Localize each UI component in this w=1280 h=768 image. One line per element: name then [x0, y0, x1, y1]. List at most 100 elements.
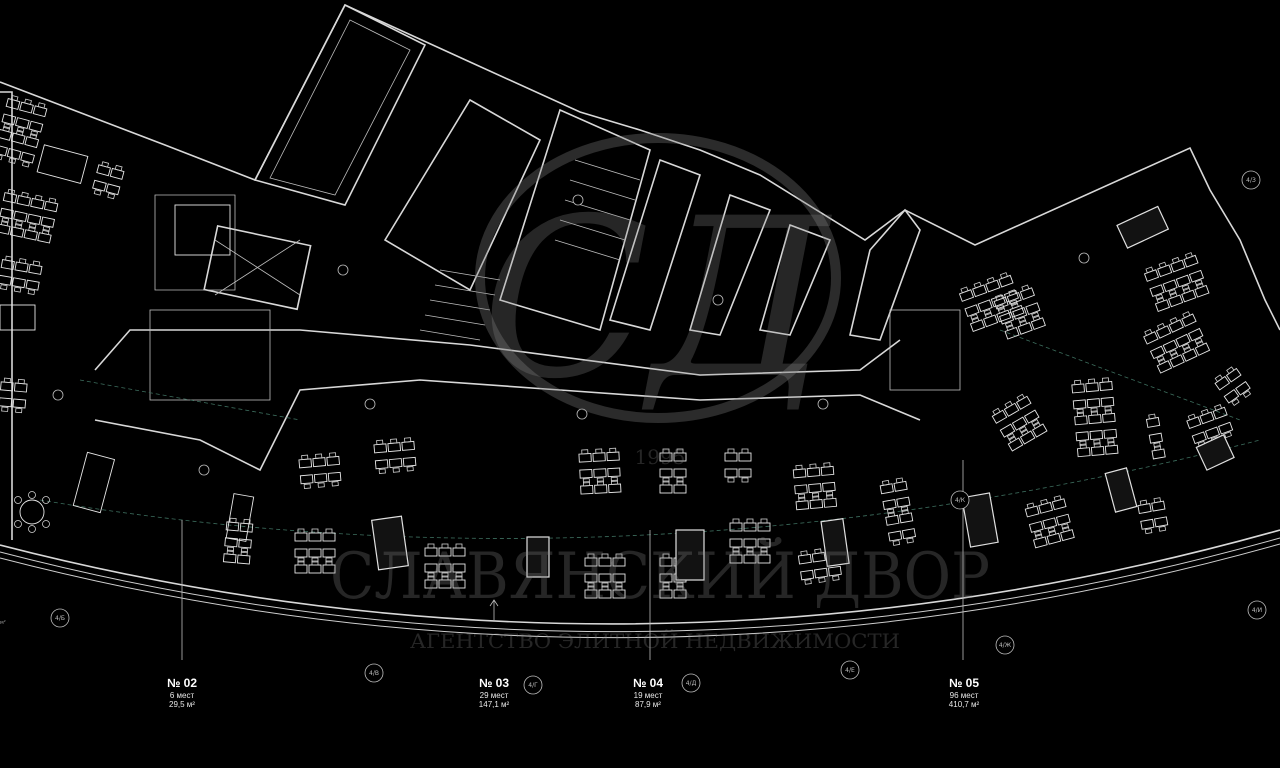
chair — [999, 272, 1008, 279]
chair — [1169, 349, 1178, 357]
chair — [1004, 400, 1013, 409]
desk — [743, 538, 757, 548]
chair — [406, 466, 414, 472]
office-02-seats: 6 мест — [169, 690, 195, 700]
desk-cluster — [92, 161, 125, 200]
chair — [32, 260, 41, 267]
chair — [1018, 316, 1027, 324]
desk — [1104, 444, 1119, 455]
chair — [610, 479, 618, 485]
desk — [729, 538, 743, 548]
chair — [1031, 311, 1040, 319]
desk — [806, 467, 821, 478]
desk — [608, 483, 622, 494]
desk — [800, 569, 815, 581]
chair — [93, 189, 102, 196]
desk — [43, 200, 59, 213]
chair — [455, 572, 463, 578]
chair — [662, 582, 670, 588]
desk — [2, 192, 18, 204]
desk-cluster — [222, 517, 254, 565]
chair — [732, 550, 740, 556]
desk — [592, 452, 606, 462]
chair — [1005, 324, 1014, 332]
chair — [21, 191, 29, 198]
desk — [1162, 339, 1179, 354]
desk — [990, 294, 1006, 308]
chair — [901, 508, 909, 515]
chair — [1145, 266, 1154, 274]
desk — [578, 453, 592, 463]
chair — [311, 528, 319, 534]
chair — [818, 577, 826, 583]
desk-cluster — [298, 452, 342, 489]
desk — [808, 483, 822, 494]
desk — [1090, 445, 1105, 456]
chair — [1171, 256, 1180, 264]
chair — [0, 284, 8, 291]
chair — [676, 585, 684, 591]
chair — [1194, 279, 1203, 287]
chair — [1184, 252, 1193, 259]
desk — [896, 496, 911, 508]
desk-cluster — [1137, 497, 1169, 535]
chair — [1242, 390, 1252, 398]
desk — [222, 553, 237, 564]
chair — [1214, 404, 1223, 411]
chair — [427, 543, 435, 549]
desk — [579, 469, 593, 479]
desk — [13, 382, 28, 393]
chair — [1061, 526, 1070, 533]
desk-cluster — [1143, 311, 1211, 374]
chair — [17, 378, 25, 385]
chair — [1076, 408, 1084, 415]
desk — [1153, 516, 1169, 528]
chair — [16, 126, 25, 134]
chair — [1034, 533, 1043, 540]
chair — [226, 546, 235, 552]
chair — [973, 281, 982, 289]
chair — [378, 468, 386, 474]
chair — [732, 547, 740, 553]
desk — [37, 232, 52, 244]
office-02-area: 29,5 м² — [169, 699, 195, 709]
desk — [1187, 327, 1204, 342]
chair — [1093, 442, 1101, 448]
desk — [312, 457, 327, 468]
axis-marker-label: 4/З — [1246, 177, 1256, 184]
chair — [727, 448, 735, 454]
chair — [427, 575, 435, 581]
axis-marker-circle — [681, 673, 701, 693]
chair — [1008, 435, 1017, 444]
desk-cluster — [0, 255, 43, 295]
chair — [1181, 343, 1191, 351]
chair — [1182, 311, 1191, 319]
chair — [582, 481, 591, 487]
chair — [662, 480, 670, 486]
chair — [1076, 411, 1085, 418]
desk — [1204, 426, 1221, 440]
room-tags — [52, 194, 1090, 476]
desk — [0, 144, 8, 157]
chair — [662, 585, 670, 591]
chair — [610, 476, 618, 482]
desk — [23, 229, 38, 241]
desk — [724, 452, 738, 462]
chair — [1006, 432, 1016, 441]
chair — [970, 313, 979, 321]
desk — [813, 567, 828, 579]
chair — [28, 225, 36, 233]
desk — [1011, 416, 1028, 431]
chair — [596, 480, 604, 486]
desk — [724, 468, 738, 478]
watermark-subtitle: АГЕНТСТВО ЭЛИТНОЙ НЕДВИЖИМОСТИ — [410, 628, 900, 653]
chair — [986, 276, 995, 284]
chair — [800, 550, 808, 557]
desk — [1076, 447, 1091, 458]
chair — [8, 157, 17, 164]
chair — [1079, 443, 1087, 449]
desk — [1191, 431, 1207, 445]
desk — [659, 468, 673, 478]
desk — [20, 151, 35, 164]
chair — [1170, 351, 1179, 360]
